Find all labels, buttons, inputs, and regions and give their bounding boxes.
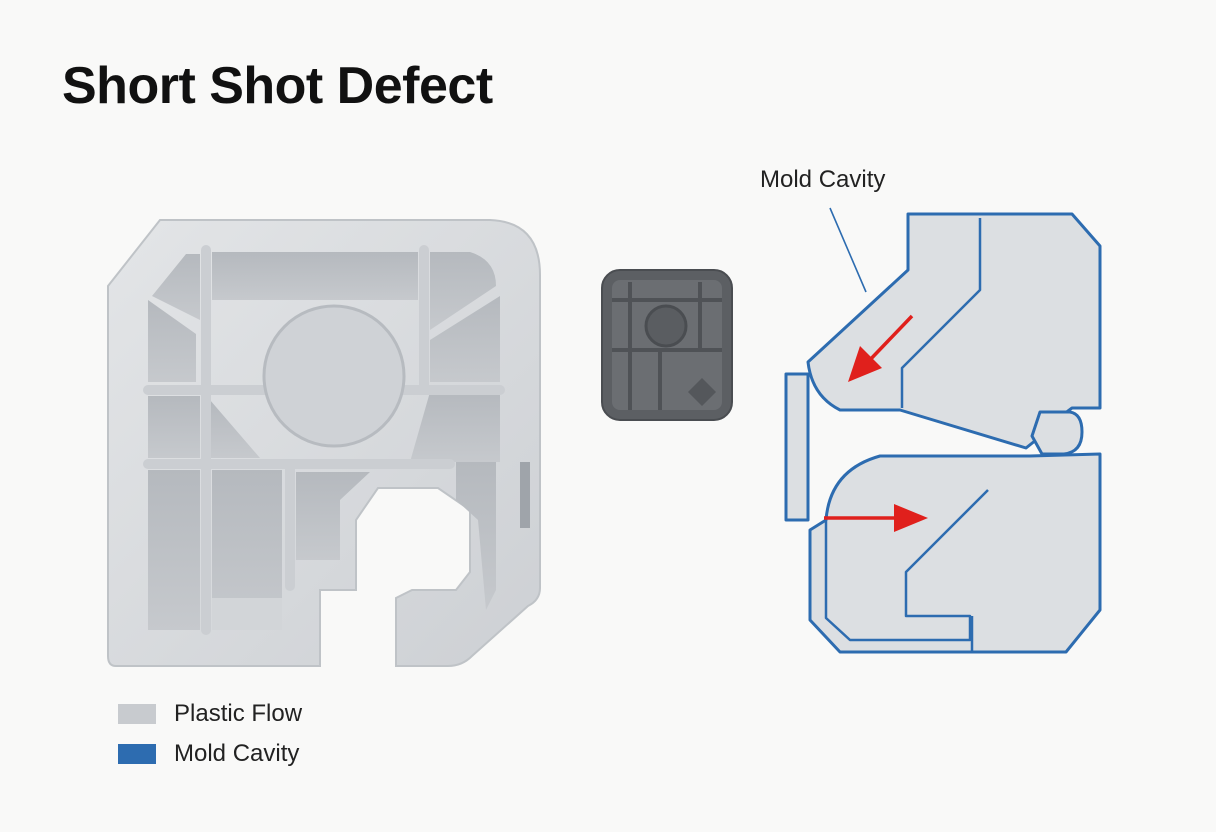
pocket-top-right: [430, 252, 496, 330]
legend-item-mold-cavity: Mold Cavity: [118, 734, 302, 774]
pocket-right-mid: [410, 392, 500, 462]
pocket-far-right: [456, 462, 496, 610]
legend-label-mold-cavity: Mold Cavity: [174, 740, 300, 767]
callout-leader: [829, 207, 867, 293]
pocket-left-low: [148, 470, 200, 630]
plastic-part-pockets: [148, 252, 500, 630]
legend-label-plastic-flow: Plastic Flow: [174, 700, 303, 727]
pocket-top-left: [152, 254, 200, 320]
mold-cavity-upper: [806, 212, 1102, 450]
pocket-top-bar: [212, 252, 418, 300]
flow-arrows: [824, 314, 928, 532]
page-title: Short Shot Defect: [62, 57, 493, 115]
flow-arrow-lower: [824, 504, 928, 532]
plastic-part-large: [107, 219, 541, 667]
mold-cavity-lower: [808, 452, 1102, 654]
pocket-diag-right: [430, 296, 500, 382]
flow-arrow-upper: [848, 314, 914, 382]
callout-mold-cavity-label: Mold Cavity: [760, 166, 886, 193]
pocket-triangle: [210, 400, 260, 458]
pocket-diag-left: [148, 300, 196, 382]
plastic-part-slot: [520, 462, 530, 528]
small-part-diamond: [688, 378, 716, 406]
plastic-part-stub: [212, 598, 282, 630]
plastic-part-boss: [262, 304, 406, 448]
legend-swatch-mold-cavity: [118, 744, 156, 764]
pocket-center-low: [212, 470, 282, 630]
pocket-left-mid: [148, 396, 200, 458]
legend-swatch-plastic-flow: [118, 704, 156, 724]
mold-cavity: [784, 212, 1102, 654]
small-part-ribs: [612, 282, 722, 410]
mold-cavity-lower-inner: [824, 489, 989, 642]
mold-cavity-gate: [784, 372, 810, 522]
small-part-boss: [644, 304, 688, 348]
mold-cavity-pocket: [1030, 410, 1084, 456]
pocket-right-low: [296, 472, 370, 560]
legend-item-plastic-flow: Plastic Flow: [118, 694, 302, 734]
legend: Plastic Flow Mold Cavity: [118, 694, 302, 774]
mold-cavity-upper-inner: [900, 218, 982, 408]
plastic-part-small: [601, 269, 733, 421]
